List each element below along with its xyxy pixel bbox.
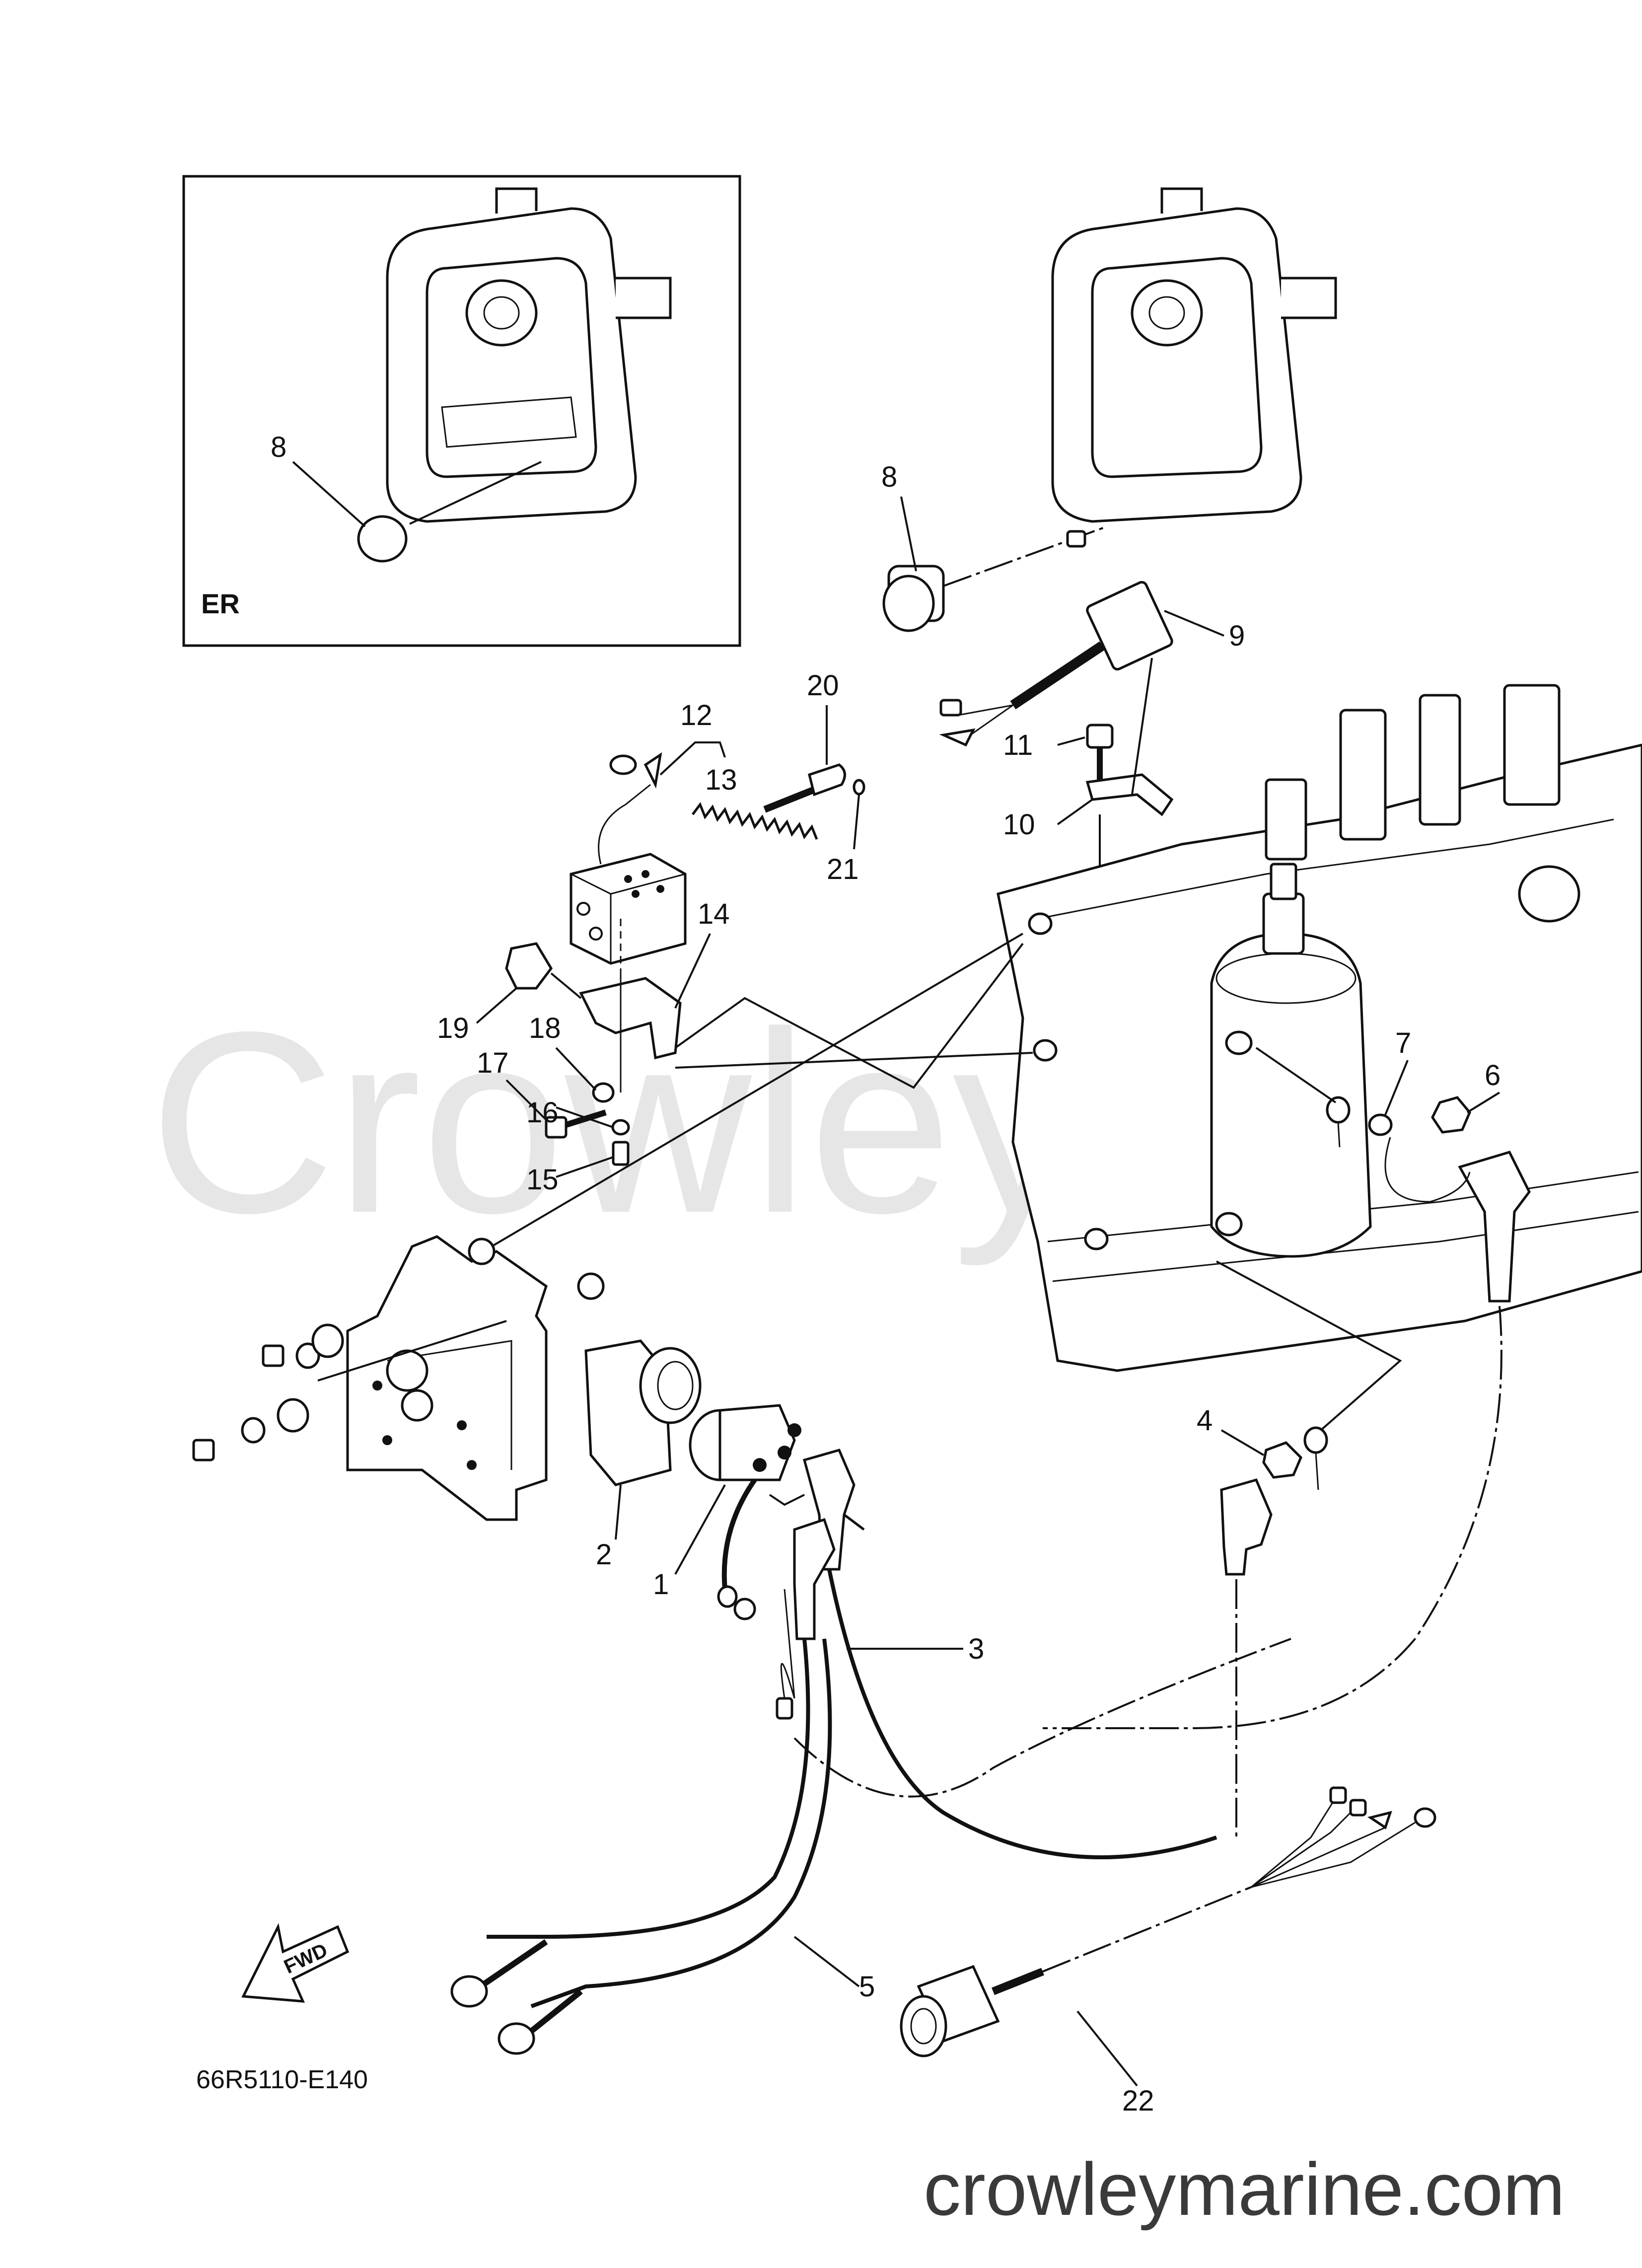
starter-motor xyxy=(1210,932,1372,1258)
callout-12: 12 xyxy=(680,699,713,732)
callout-15: 15 xyxy=(526,1164,559,1196)
callout-5: 5 xyxy=(859,1971,875,2003)
site-url[interactable]: crowleymarine.com xyxy=(924,2147,1565,2231)
part-13-spring: 13 xyxy=(692,764,818,840)
part-14-bracket: 14 xyxy=(579,898,1033,1093)
diagram-code: 66R5110-E140 xyxy=(196,2065,368,2094)
part-19-plug: 19 xyxy=(437,942,582,1044)
part-5-leads: 5 xyxy=(450,1589,1291,2055)
callout-22: 22 xyxy=(1122,2085,1154,2117)
plug-icon xyxy=(357,515,408,563)
right-cable xyxy=(1043,1137,1531,1729)
callout-16: 16 xyxy=(526,1097,559,1129)
callout-7: 7 xyxy=(1395,1027,1411,1059)
callout-8: 8 xyxy=(881,461,897,493)
inset-bracket xyxy=(386,187,672,523)
callout-6: 6 xyxy=(1485,1059,1500,1092)
er-inset: 8 ER xyxy=(182,175,741,647)
fwd-arrow-icon: FWD xyxy=(241,1923,350,2003)
callout-2: 2 xyxy=(596,1538,612,1571)
mounting-plate xyxy=(346,933,1024,1521)
part-8-switch: 8 xyxy=(881,461,1108,632)
main-bracket xyxy=(1051,187,1337,523)
callout-1: 1 xyxy=(653,1568,669,1601)
callout-10: 10 xyxy=(1003,808,1035,841)
callout-11: 11 xyxy=(1003,729,1033,761)
callout-3: 3 xyxy=(968,1633,984,1665)
part-12-block: 12 xyxy=(570,699,726,965)
callout-17: 17 xyxy=(477,1047,509,1079)
part-9-sensor: 9 xyxy=(939,581,1245,747)
part-22-harness: 22 xyxy=(900,1786,1436,2117)
callout-13: 13 xyxy=(705,764,737,796)
callout-19: 19 xyxy=(437,1012,469,1044)
part-6-7-terminal: 7 6 xyxy=(1255,1027,1500,1148)
callout-18: 18 xyxy=(529,1012,561,1044)
part-3-cable: 3 xyxy=(793,1448,1217,1859)
callout-8-inset: 8 xyxy=(271,431,286,463)
callout-21: 21 xyxy=(827,853,859,885)
callout-9: 9 xyxy=(1229,620,1245,652)
callout-4: 4 xyxy=(1197,1404,1213,1437)
callout-20: 20 xyxy=(807,669,839,702)
part-15-18-fasteners: 18 17 16 15 xyxy=(477,1012,630,1196)
part-1-relay: 1 xyxy=(653,1404,805,1620)
part-2-holder: 2 xyxy=(584,1339,702,1571)
part-20-21: 20 21 xyxy=(763,669,865,885)
plate-bolts xyxy=(192,1320,507,1462)
inset-label: ER xyxy=(201,588,240,619)
engine-block xyxy=(997,684,1642,1372)
callout-14: 14 xyxy=(698,898,730,930)
part-4-nut: 4 xyxy=(1197,1260,1402,1837)
